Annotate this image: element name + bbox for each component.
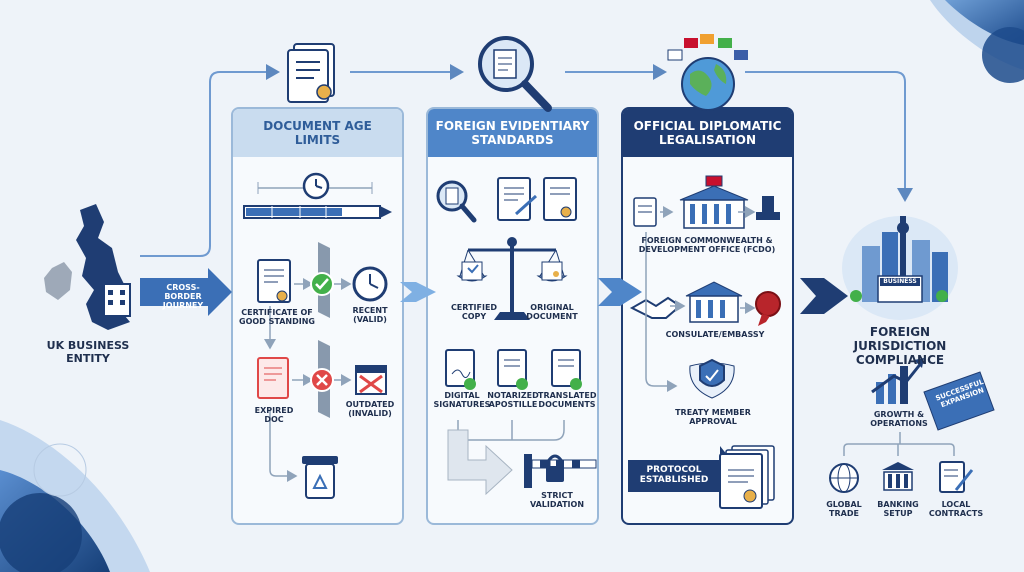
local-contracts-label: LOCAL CONTRACTS [928, 500, 984, 519]
panel-official-diplomatic-legalisation-title: OFFICIAL DIPLOMATIC LEGALISATION [633, 118, 782, 147]
growth-operations-label: GROWTH & OPERATIONS [870, 410, 928, 429]
business-sign-label: BUSINESS [883, 278, 917, 285]
outdated-invalid-label: OUTDATED (INVALID) [345, 400, 395, 419]
panel-official-diplomatic-legalisation: OFFICIAL DIPLOMATIC LEGALISATION [621, 107, 794, 525]
strict-validation-label: STRICT VALIDATION [529, 491, 585, 510]
original-document-label: ORIGINAL DOCUMENT [526, 303, 578, 322]
expired-doc-label: EXPIRED DOC [254, 406, 294, 425]
corner-decoration-bottom-left [0, 420, 150, 572]
protocol-established-label: PROTOCOL ESTABLISHED [639, 465, 709, 486]
panel-foreign-evidentiary-standards-header: FOREIGN EVIDENTIARY STANDARDS [428, 109, 597, 157]
notarized-apostille-label: NOTARIZED APOSTILLE [487, 391, 539, 410]
panel-foreign-evidentiary-standards-title: FOREIGN EVIDENTIARY STANDARDS [435, 118, 590, 147]
recent-valid-label: RECENT (VALID) [352, 306, 388, 325]
certified-copy-label: CERTIFIED COPY [450, 303, 498, 322]
global-trade-label: GLOBAL TRADE [826, 500, 862, 519]
translated-documents-label: TRANSLATED DOCUMENTS [538, 391, 597, 410]
fcdo-label: FOREIGN COMMONWEALTH & DEVELOPMENT OFFIC… [638, 236, 776, 255]
panel-official-diplomatic-legalisation-header: OFFICIAL DIPLOMATIC LEGALISATION [623, 109, 792, 157]
banking-setup-label: BANKING SETUP [877, 500, 919, 519]
panel-document-age-limits-title: DOCUMENT AGE LIMITS [263, 118, 372, 147]
panel-document-age-limits-header: DOCUMENT AGE LIMITS [233, 109, 402, 157]
digital-signatures-label: DIGITAL SIGNATURES [433, 391, 491, 410]
uk-business-entity-label: UK BUSINESS ENTITY [46, 339, 130, 365]
corner-decoration-top-right [880, 0, 1024, 83]
cross-border-journey-label: CROSS-BORDER JOURNEY [162, 283, 204, 311]
consulate-embassy-label: CONSULATE/EMBASSY [665, 330, 765, 339]
foreign-jurisdiction-compliance-label: FOREIGN JURISDICTION COMPLIANCE [853, 325, 947, 367]
treaty-member-approval-label: TREATY MEMBER APPROVAL [675, 408, 751, 427]
certificate-label: CERTIFICATE OF GOOD STANDING [239, 308, 315, 327]
